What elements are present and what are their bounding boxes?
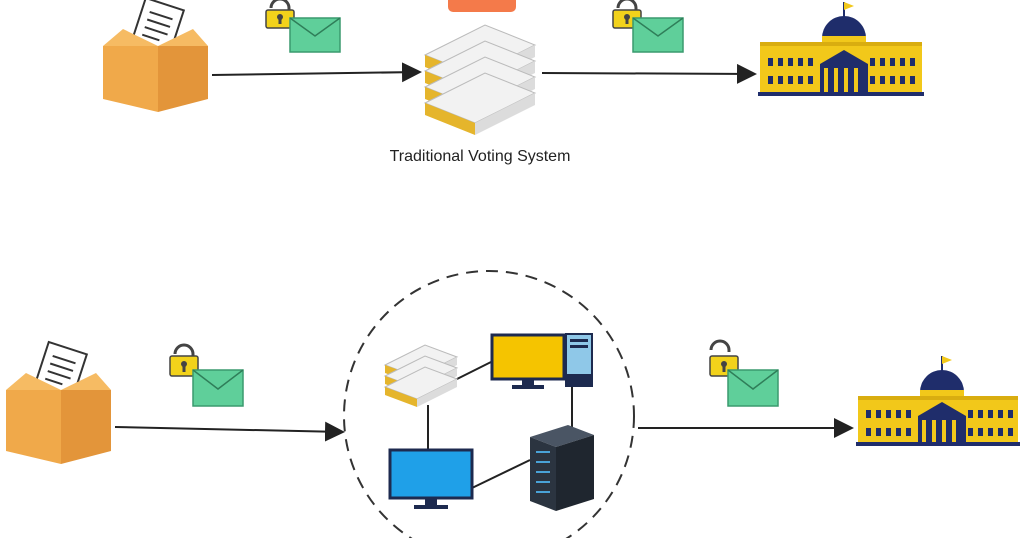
envelope-icon [727, 369, 779, 407]
padlock-icon [265, 0, 295, 29]
envelope-icon [289, 17, 341, 53]
desktop-tower-icon [565, 333, 593, 387]
ballot-box-icon [103, 0, 208, 112]
server-stack-icon [383, 344, 459, 407]
government-building-icon [758, 2, 924, 96]
flow-arrow [541, 63, 757, 84]
network-icon [343, 270, 635, 543]
monitor-icon [490, 333, 566, 389]
server-stack-icon [423, 24, 537, 135]
envelope-icon [632, 17, 684, 53]
padlock-icon [169, 343, 199, 377]
ballot-box-icon [6, 340, 111, 464]
server-rack-icon [530, 425, 594, 511]
diagram-caption: Traditional Voting System [389, 148, 571, 165]
monitor-icon [388, 448, 474, 509]
government-building-icon [856, 356, 1020, 446]
flow-arrow [211, 62, 422, 83]
envelope-icon [192, 369, 244, 407]
flow-arrow [114, 421, 345, 442]
status-badge [448, 0, 516, 12]
